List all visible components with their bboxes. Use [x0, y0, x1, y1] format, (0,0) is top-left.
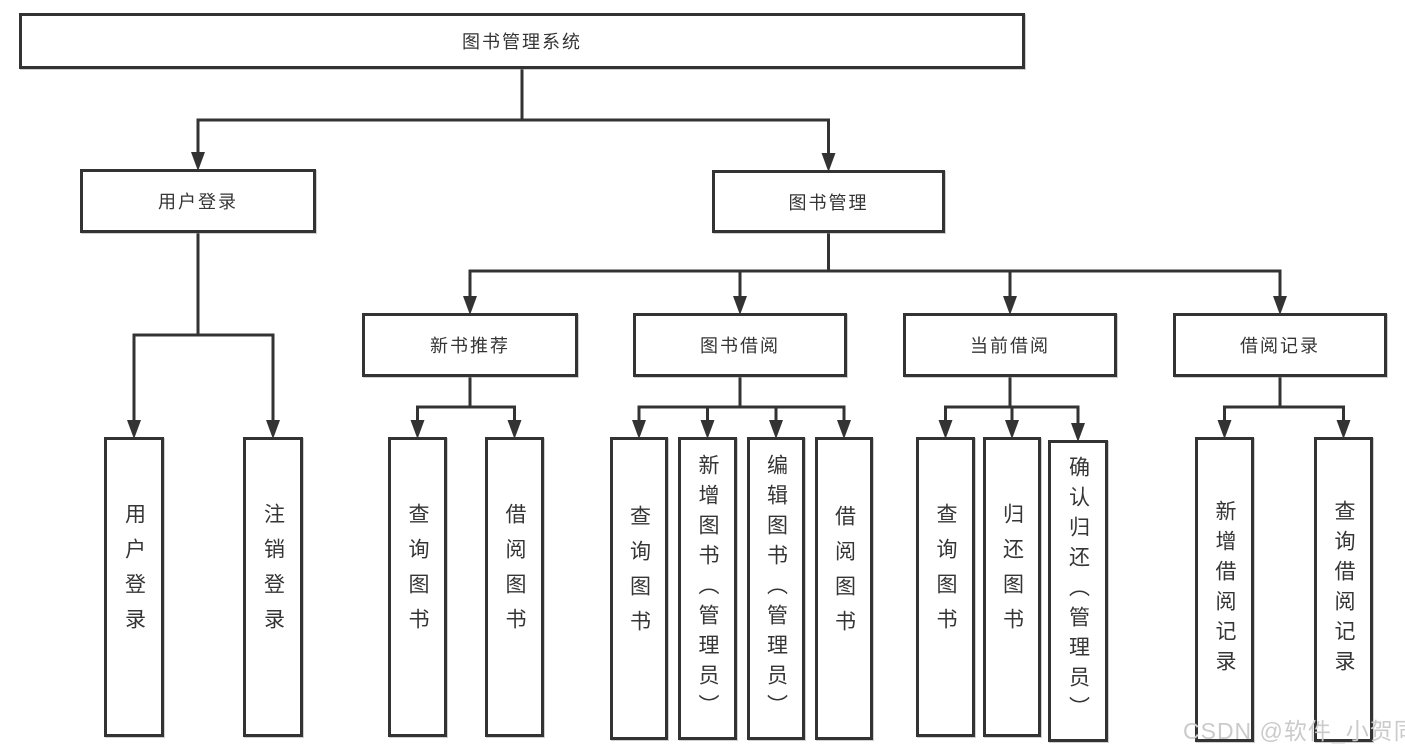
node-label: 新书推荐 — [430, 336, 510, 356]
node-label: 确认归还（管理员） — [1066, 456, 1090, 726]
node-logout: 注销登录 — [243, 437, 303, 737]
node-label: 借阅记录 — [1240, 336, 1320, 356]
node-root: 图书管理系统 — [19, 13, 1025, 69]
node-label: 新增图书（管理员） — [696, 453, 719, 724]
node-label: 查询图书 — [627, 504, 651, 645]
watermark-text: CSDN @软件_小贺同学 — [1183, 718, 1405, 744]
node-label: 图书管理系统 — [462, 32, 582, 52]
node-label: 用户登录 — [122, 503, 146, 643]
node-cb-query-book: 查询图书 — [916, 437, 975, 737]
node-label: 图书借阅 — [700, 336, 780, 356]
node-label: 查询借阅记录 — [1332, 499, 1355, 680]
node-bb-query-book: 查询图书 — [610, 437, 668, 740]
node-login: 用户登录 — [104, 437, 164, 737]
node-book-borrow: 图书借阅 — [633, 313, 847, 377]
node-bb-add-book: 新增图书（管理员） — [678, 437, 737, 740]
node-br-query-record: 查询借阅记录 — [1314, 437, 1373, 742]
node-label: 注销登录 — [261, 503, 285, 643]
node-book-mgmt: 图书管理 — [712, 170, 945, 233]
node-rec-query-book: 查询图书 — [388, 437, 447, 737]
node-cb-return-book: 归还图书 — [983, 437, 1041, 737]
node-label: 编辑图书（管理员） — [764, 453, 788, 724]
node-label: 新增借阅记录 — [1213, 499, 1236, 680]
node-borrow-record: 借阅记录 — [1173, 313, 1387, 377]
node-new-book-rec: 新书推荐 — [362, 313, 578, 377]
node-label: 当前借阅 — [970, 336, 1050, 356]
node-cb-confirm-return: 确认归还（管理员） — [1048, 440, 1108, 742]
node-label: 借阅图书 — [503, 503, 526, 643]
node-current-borrow: 当前借阅 — [903, 313, 1117, 377]
node-rec-borrow-book: 借阅图书 — [485, 437, 544, 737]
node-label: 图书管理 — [788, 192, 869, 213]
node-label: 查询图书 — [406, 503, 429, 643]
node-bb-borrow-book: 借阅图书 — [815, 437, 873, 740]
node-label: 借阅图书 — [832, 504, 856, 645]
node-user-login: 用户登录 — [80, 169, 316, 233]
node-label: 查询图书 — [934, 503, 957, 643]
node-label: 用户登录 — [158, 192, 238, 212]
node-bb-edit-book: 编辑图书（管理员） — [747, 437, 805, 740]
node-br-add-record: 新增借阅记录 — [1195, 437, 1254, 742]
node-label: 归还图书 — [1000, 503, 1024, 643]
